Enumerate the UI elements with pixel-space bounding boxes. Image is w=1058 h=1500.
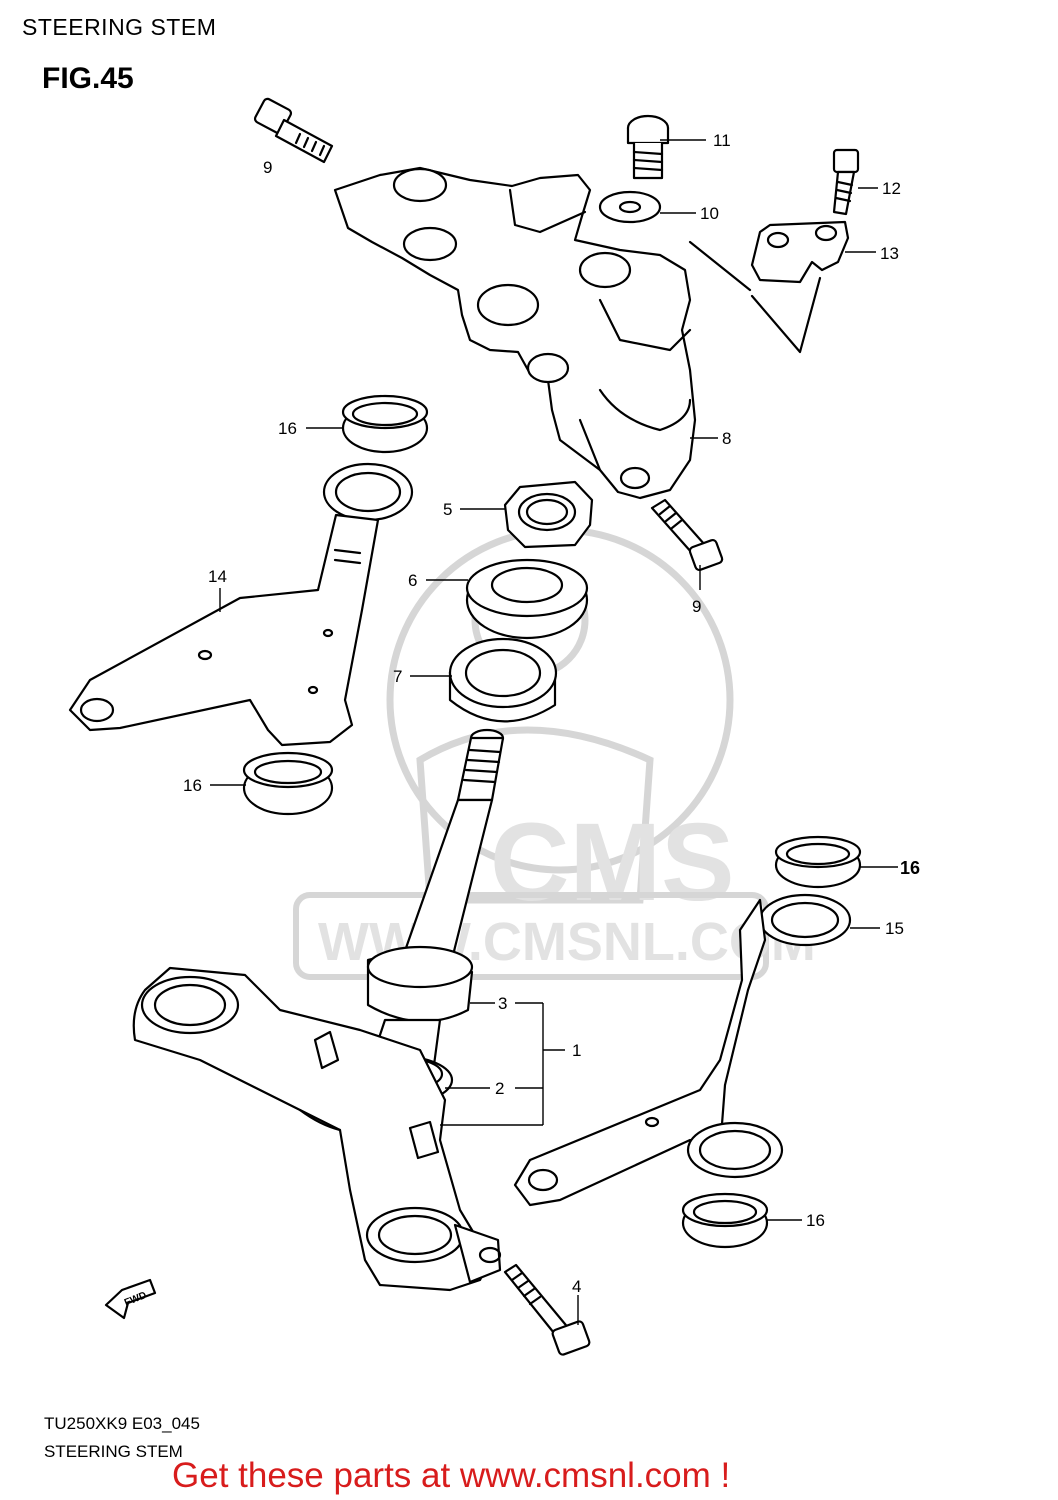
- forward-arrow-icon: FWD: [104, 1278, 157, 1320]
- callout-4: 4: [572, 1277, 581, 1296]
- part-11-bolt: [626, 114, 670, 180]
- callout-9-lower: 9: [692, 597, 701, 616]
- part-7-bearing: [448, 637, 558, 723]
- part-16-right-top-seal: [774, 835, 862, 889]
- callout-labels: 9 11 12 10 13 8 16 5 6 9 14 7 16 16 15 3…: [183, 131, 920, 1296]
- callout-3: 3: [498, 994, 507, 1013]
- callout-11: 11: [713, 131, 731, 150]
- callout-13: 13: [880, 244, 899, 263]
- part-16-upper-seal: [341, 394, 429, 454]
- part-12-bolt: [832, 148, 860, 216]
- callout-12: 12: [882, 179, 901, 198]
- callout-8: 8: [722, 429, 731, 448]
- lower-triple-clamp: [132, 966, 502, 1292]
- callout-15: 15: [885, 919, 904, 938]
- figure-label: FIG.45: [42, 62, 134, 95]
- part-16-lower-right-seal: [681, 1192, 769, 1249]
- cta-link[interactable]: Get these parts at www.cmsnl.com !: [172, 1456, 731, 1495]
- part-10-washer: [598, 190, 662, 224]
- callout-16-upper: 16: [278, 419, 297, 438]
- part-9-upper-bolt: [253, 97, 334, 164]
- leader-lines: [210, 139, 898, 1325]
- callout-14: 14: [208, 567, 227, 586]
- part-9-lower-bolt: [650, 498, 724, 572]
- part-13-handlebar-holder: [688, 220, 850, 354]
- part-6-dust-seal: [465, 558, 589, 640]
- page-title: STEERING STEM: [22, 14, 217, 40]
- model-code: TU250XK9 E03_045: [44, 1414, 200, 1433]
- callout-16-lower-left: 16: [183, 776, 202, 795]
- part-16-lower-left-seal: [242, 751, 334, 816]
- callout-16-lower-right: 16: [806, 1211, 825, 1230]
- part-4-bolt: [503, 1263, 591, 1356]
- callout-1: 1: [572, 1041, 581, 1060]
- footer-caption: STEERING STEM: [44, 1442, 183, 1461]
- part-5-nut: [503, 480, 594, 549]
- callout-16-right-top: 16: [900, 858, 920, 878]
- callout-6: 6: [408, 571, 417, 590]
- callout-9-upper: 9: [263, 158, 272, 177]
- callout-10: 10: [700, 204, 719, 223]
- part-15-bracket-right: [513, 893, 852, 1207]
- callout-7: 7: [393, 667, 402, 686]
- part-14-bracket-left: [68, 462, 414, 747]
- part-8-upper-bracket: [333, 166, 697, 500]
- callout-2: 2: [495, 1079, 504, 1098]
- watermark-logo-text: CMS: [490, 801, 734, 924]
- callout-5: 5: [443, 500, 452, 519]
